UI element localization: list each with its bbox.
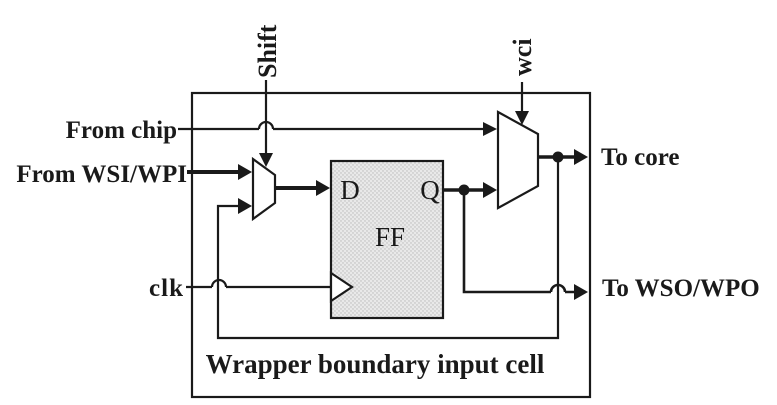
ff-q-port-label: Q <box>420 175 440 205</box>
wci-label: wci <box>508 38 537 76</box>
from-chip-arrowhead-icon <box>483 122 497 136</box>
arrowhead-layer <box>238 111 588 300</box>
wci-mux <box>496 110 540 210</box>
shift-label: Shift <box>253 24 282 78</box>
ff-d-port-label: D <box>340 175 360 205</box>
wire-layer <box>178 80 592 399</box>
from-chip-label: From chip <box>66 117 177 144</box>
to-core-label: To core <box>601 144 679 171</box>
feedback-arrowhead-icon <box>238 198 252 214</box>
wci-arrowhead-icon <box>515 111 529 125</box>
to-wso-wpo-label: To WSO/WPO <box>602 275 760 302</box>
q-junction-dot <box>458 184 470 196</box>
to-core-arrowhead-icon <box>574 149 588 165</box>
cell-boundary-box <box>190 91 592 399</box>
shift-arrowhead-icon <box>259 153 273 167</box>
clk-label: clk <box>149 275 184 302</box>
from-wsi-wpi-label: From WSI/WPI <box>16 161 187 188</box>
d-input-arrowhead-icon <box>316 180 330 196</box>
shift-mux <box>251 156 277 222</box>
to-core-junction-dot <box>552 151 564 163</box>
clk-wire-hop <box>210 278 228 288</box>
to-wso-wpo-wire-hop <box>549 283 567 293</box>
feedback-loop-wire <box>216 157 560 340</box>
ff-name-label: FF <box>375 222 405 252</box>
label-layer: Shift wci From chip From WSI/WPI clk To … <box>16 24 759 379</box>
q-to-mux-arrowhead-icon <box>483 182 497 198</box>
ff-block <box>329 159 445 320</box>
from-wsi-arrowhead-icon <box>238 164 252 180</box>
to-wso-arrowhead-icon <box>574 284 588 300</box>
cell-title: Wrapper boundary input cell <box>206 349 545 379</box>
ff-clock-triangle-icon <box>329 270 354 304</box>
